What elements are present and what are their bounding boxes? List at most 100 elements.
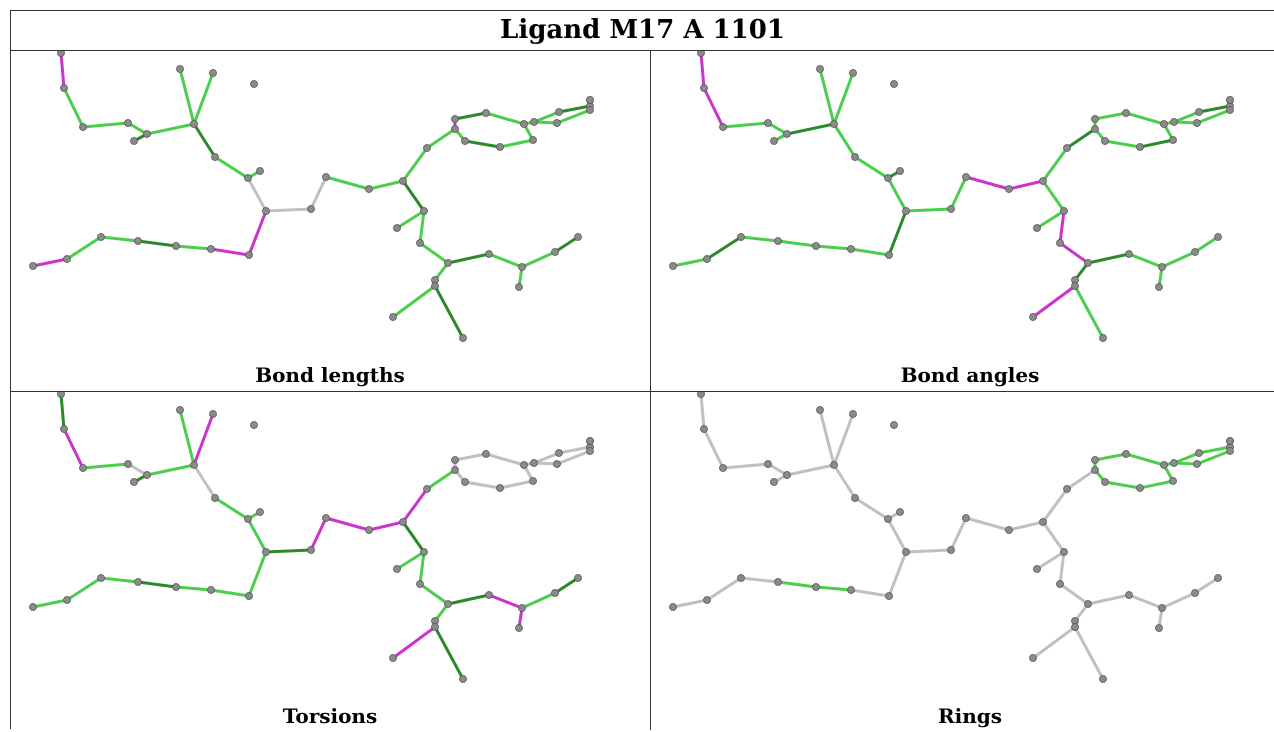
atom [244,515,252,523]
atom [57,51,65,57]
atom [890,421,898,429]
bond [1103,480,1142,490]
atom [482,450,490,458]
bond [62,427,85,470]
atom [530,459,538,467]
bond [555,449,592,466]
atom [574,574,582,582]
panel-label-rings: Rings [937,704,1002,728]
bond [1138,138,1175,149]
atom [1056,239,1064,247]
atom [830,461,838,469]
bond [367,520,405,532]
bond [174,585,213,592]
bond [59,392,66,431]
atom [416,580,424,588]
atom [1155,283,1163,291]
atom [496,143,504,151]
bond [949,516,968,552]
bond [785,463,836,477]
atom [1170,118,1178,126]
atom [97,574,105,582]
atom [393,565,401,573]
atom [29,262,37,270]
atom [1005,185,1013,193]
bond [484,452,526,467]
bond [1197,445,1232,455]
bond [1073,625,1105,681]
atom [307,205,315,213]
bond [418,582,450,606]
atom [307,546,315,554]
bond [1193,576,1220,595]
atom [700,84,708,92]
bond [1058,241,1090,265]
atom [211,494,219,502]
bond [401,146,429,183]
atom [250,80,258,88]
bond [247,209,268,257]
atom [947,205,955,213]
atom [79,123,87,131]
atom [134,237,142,245]
atom [322,173,330,181]
bond [557,445,592,455]
atom [529,136,537,144]
atom [496,484,504,492]
atom [697,51,705,57]
bond [247,550,268,598]
bond [209,247,251,257]
bond [1124,111,1166,126]
atom [555,108,563,116]
bond [59,51,66,90]
bond [520,250,557,269]
atom [669,262,677,270]
atom [902,548,910,556]
bond [324,516,371,532]
atom [1226,96,1234,104]
atom [393,224,401,232]
atom [365,185,373,193]
atom [207,586,215,594]
bond [964,516,1011,532]
bond [776,580,818,589]
bond [453,452,488,462]
atom [1101,137,1109,145]
atom [1099,334,1107,342]
atom [1099,675,1107,683]
bond [702,86,725,129]
atom [451,115,459,123]
atom [190,461,198,469]
panel-bond-angles: Bond angles [651,51,1274,391]
atom [1101,478,1109,486]
bond [418,209,426,245]
bond [1035,209,1066,230]
atom [60,84,68,92]
atom [420,207,428,215]
atom [482,109,490,117]
bond [174,244,213,251]
bond [849,247,891,257]
atom [1160,120,1168,128]
atom [518,604,526,612]
bond [1007,520,1045,532]
panel-bond-lengths: Bond lengths [11,51,649,391]
atom [423,144,431,152]
atom [256,167,264,175]
bond [395,209,426,230]
bond [721,462,770,470]
atom [555,449,563,457]
atom [586,96,594,104]
atom [1063,144,1071,152]
atom [1193,460,1201,468]
bond [553,576,580,595]
atom [1122,450,1130,458]
bond [832,463,857,500]
bond [418,241,450,265]
bond [832,71,855,126]
bond [65,235,103,261]
atom [515,624,523,632]
atom [812,583,820,591]
bond [671,598,709,609]
vertical-divider [650,50,651,730]
